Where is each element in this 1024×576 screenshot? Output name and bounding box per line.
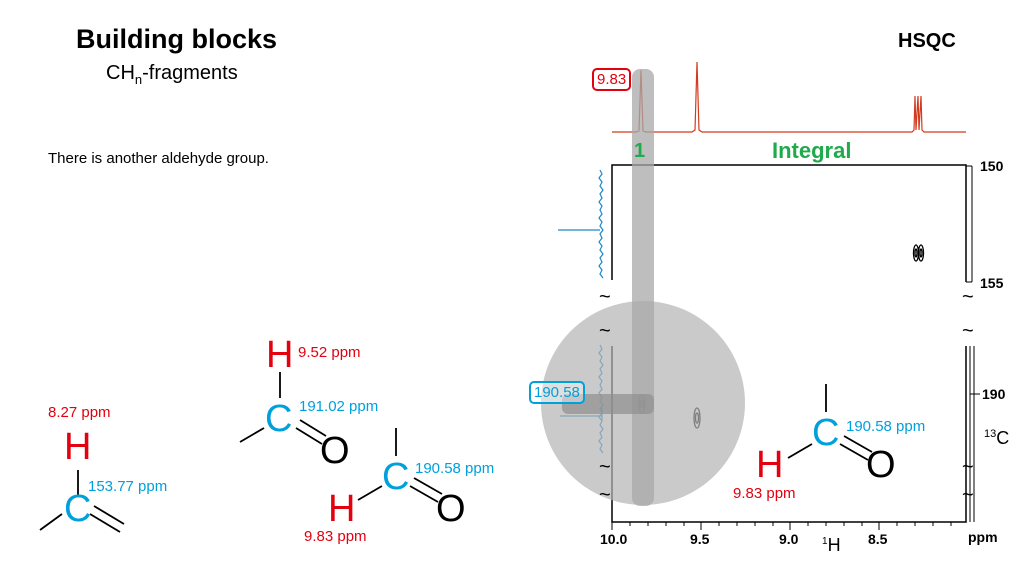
break-mark: ~: [599, 320, 611, 342]
aldehyde-b-hydrogen-atom: H: [328, 488, 356, 530]
aldehyde-a-hydrogen-atom: H: [266, 334, 294, 376]
f1-tick-190: 190: [982, 386, 1006, 402]
f2-nucleus: H: [827, 535, 841, 555]
subtitle-prefix: CH: [106, 62, 135, 84]
spectrum-aldehyde-carbon-shift: 190.58 ppm: [846, 418, 926, 435]
break-mark: ~: [962, 286, 974, 308]
f2-tick-8-5: 8.5: [868, 531, 888, 547]
fragment-aldehyde-b-bonds: [357, 428, 443, 503]
break-mark: ~: [962, 456, 974, 478]
break-mark: ~: [599, 456, 611, 478]
plot-frame-top: [611, 164, 967, 282]
aldehyde-a-oxygen-atom: O: [320, 430, 350, 472]
spectrum-aldehyde-proton-shift: 9.83 ppm: [733, 485, 796, 502]
spectrum-aldehyde-carbon-atom: C: [812, 412, 840, 454]
integral-label: Integral: [772, 138, 852, 163]
vinyl-proton-shift: 8.27 ppm: [48, 404, 111, 421]
aldehyde-a-carbon-shift: 191.02 ppm: [299, 398, 379, 415]
experiment-label: HSQC: [898, 30, 956, 52]
break-mark: ~: [962, 484, 974, 506]
f1-tick-150: 150: [980, 158, 1004, 174]
aldehyde-a-carbon-atom: C: [265, 398, 293, 440]
aldehyde-b-carbon-atom: C: [382, 456, 410, 498]
aldehyde-a-proton-shift: 9.52 ppm: [298, 344, 361, 361]
highlight-proton-shift: 9.83: [592, 68, 632, 91]
integral-value: 1: [634, 140, 646, 162]
subtitle-subscript: n: [134, 72, 143, 87]
f1-nucleus-mass: 13: [984, 428, 997, 440]
slide-subtitle: CHn-fragments: [106, 62, 238, 87]
f2-tick-9-5: 9.5: [690, 531, 710, 547]
f1-axis-label: 13C: [984, 428, 1009, 449]
spectrum-aldehyde-hydrogen-atom: H: [756, 444, 784, 486]
f2-axis-ticks: [611, 522, 952, 530]
highlight-carbon-shift: 190.58: [529, 381, 585, 404]
f2-tick-9: 9.0: [779, 531, 799, 547]
vinyl-carbon-shift: 153.77 ppm: [88, 478, 168, 495]
aldehyde-b-proton-shift: 9.83 ppm: [304, 528, 367, 545]
break-mark: ~: [599, 286, 611, 308]
f2-tick-10: 10.0: [600, 531, 628, 547]
break-mark: ~: [599, 484, 611, 506]
f2-unit: ppm: [968, 529, 998, 545]
highlight-horizontal-bar: [562, 394, 654, 414]
spectrum-aldehyde-oxygen-atom: O: [866, 444, 896, 486]
fragment-vinyl-bonds: [39, 470, 125, 533]
f1-tick-155: 155: [980, 275, 1004, 291]
f1-nucleus: C: [996, 428, 1010, 448]
f2-nucleus-mass: 1: [822, 536, 828, 547]
f2-axis-label: 1H: [822, 535, 841, 556]
f1-axis-ticks: [966, 165, 980, 522]
slide-title: Building blocks: [76, 24, 278, 54]
aldehyde-b-oxygen-atom: O: [436, 488, 466, 530]
fragment-aldehyde-spectrum-bonds: [787, 384, 873, 461]
aldehyde-b-carbon-shift: 190.58 ppm: [415, 460, 495, 477]
break-mark: ~: [962, 320, 974, 342]
carbon-projection-upper: [598, 169, 604, 279]
subtitle-suffix: -fragments: [142, 62, 238, 84]
observation-note: There is another aldehyde group.: [48, 150, 269, 167]
proton-1d-spectrum: [612, 61, 966, 133]
highlight-vertical-bar: [632, 69, 654, 506]
vinyl-carbon-atom: C: [64, 488, 92, 530]
fragment-aldehyde-a-bonds: [239, 372, 327, 445]
hsqc-cross-peak-vinyl: [912, 244, 925, 262]
vinyl-hydrogen-atom: H: [64, 426, 92, 468]
